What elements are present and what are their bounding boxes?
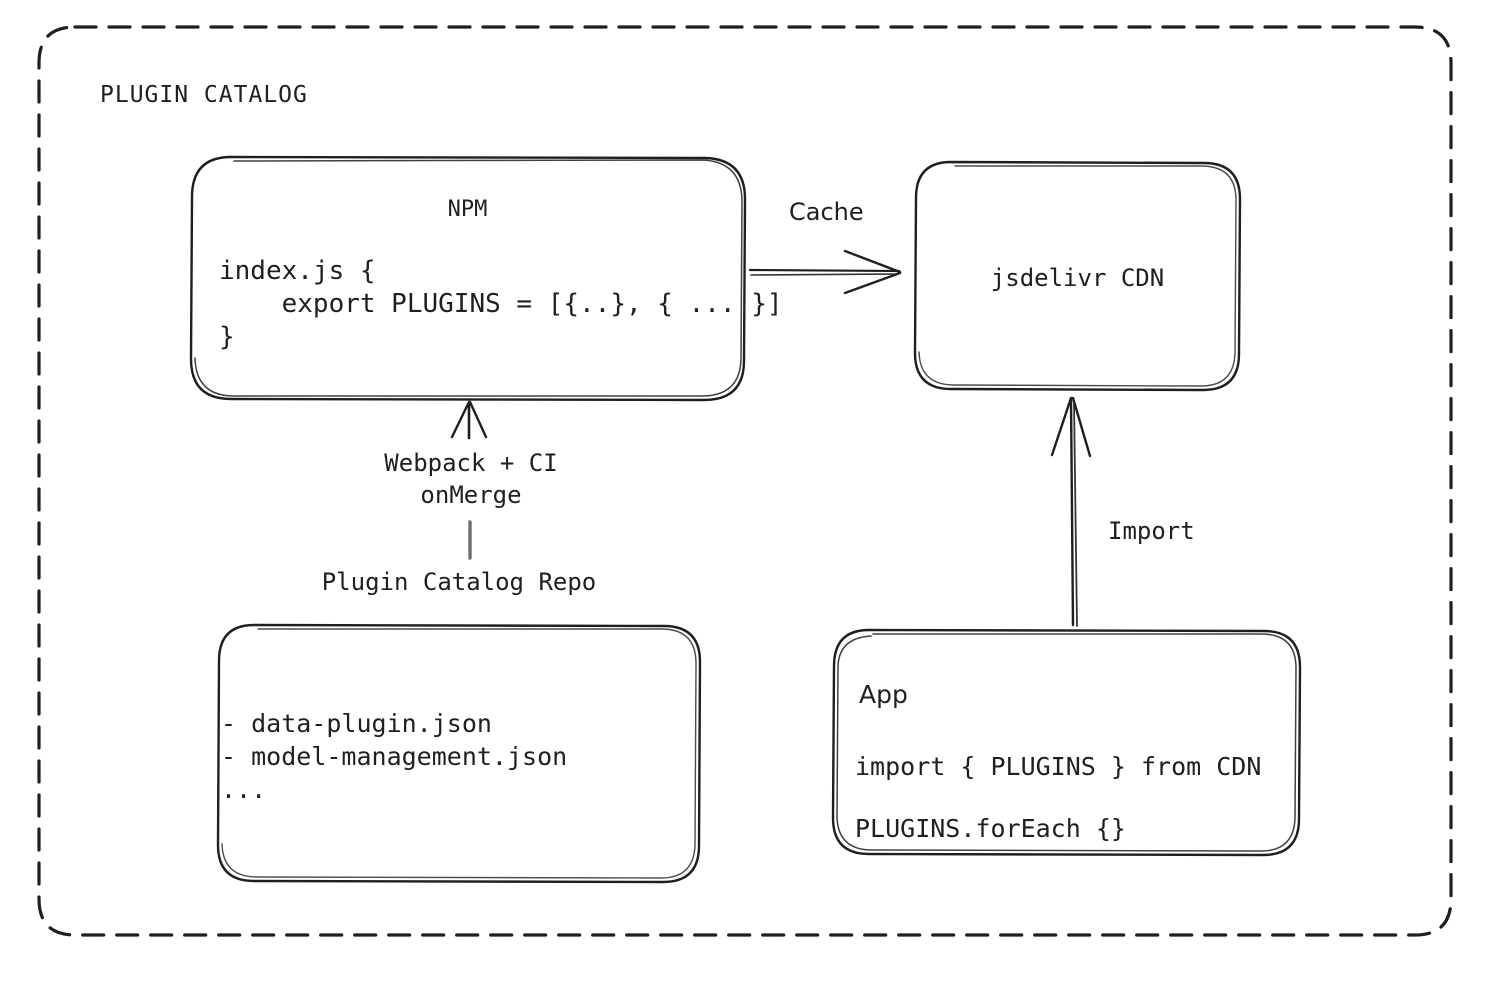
cache-edge-label: Cache bbox=[789, 198, 864, 226]
app-node-outline bbox=[831, 628, 1302, 857]
repo-node-file-list: - data-plugin.json - model-management.js… bbox=[221, 709, 568, 804]
app-node-code: import { PLUGINS } from CDN PLUGINS.forEa… bbox=[855, 736, 1261, 860]
app-node-outline-sketch bbox=[836, 633, 1297, 852]
repo-node-outline-sketch bbox=[221, 628, 697, 879]
repo-node-caption: Plugin Catalog Repo bbox=[321, 568, 597, 596]
webpack-arrow bbox=[450, 400, 488, 560]
npm-node-outline-sketch bbox=[194, 159, 743, 397]
group-container-border bbox=[37, 25, 1453, 937]
cdn-node-outline bbox=[913, 160, 1242, 392]
import-edge-label: Import bbox=[1108, 517, 1195, 545]
webpack-edge-label: Webpack + CI onMerge bbox=[384, 449, 558, 509]
cdn-node-outline-sketch bbox=[918, 165, 1237, 387]
npm-node-title: NPM bbox=[447, 197, 488, 222]
group-title: PLUGIN CATALOG bbox=[100, 82, 308, 108]
npm-node-code: index.js { export PLUGINS = [{..}, { ...… bbox=[219, 256, 783, 352]
app-code-line-2: PLUGINS.forEach {} bbox=[855, 814, 1126, 843]
app-node-title: App bbox=[859, 680, 908, 709]
app-code-line-1: import { PLUGINS } from CDN bbox=[855, 752, 1262, 781]
repo-node-outline bbox=[216, 623, 702, 884]
npm-node-outline bbox=[189, 155, 747, 402]
import-arrow bbox=[1050, 396, 1092, 627]
cache-arrow bbox=[748, 249, 902, 295]
cdn-node-title: jsdelivr CDN bbox=[990, 264, 1165, 292]
